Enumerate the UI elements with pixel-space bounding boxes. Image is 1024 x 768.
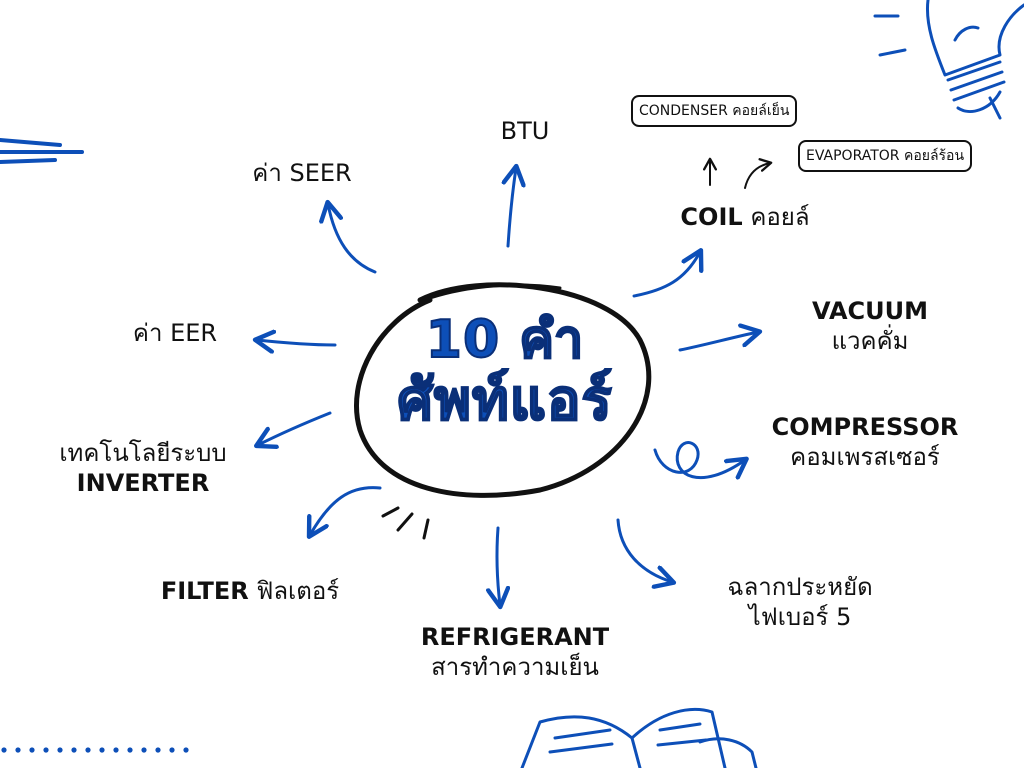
emphasis-strokes — [381, 506, 430, 540]
arrow-btu — [508, 168, 516, 248]
eer-text: ค่า EER — [132, 319, 218, 347]
label5-line2: ไฟเบอร์ 5 — [748, 603, 852, 631]
compressor-thai: คอมเพรสเซอร์ — [790, 443, 940, 471]
seer-text: ค่า SEER — [252, 159, 352, 187]
label-inverter: เทคโนโลยีระบบ INVERTER — [48, 438, 238, 498]
evaporator-box: EVAPORATOR คอยล์ร้อน — [798, 140, 973, 172]
inverter-thai: เทคโนโลยีระบบ — [59, 439, 227, 467]
title-line-2: ศัพท์แอร์ — [396, 367, 613, 434]
label-refrigerant: REFRIGERANT สารทำความเย็น — [400, 622, 630, 682]
arrow-coil — [632, 252, 700, 298]
condenser-box: CONDENSER คอยล์เย็น — [631, 95, 798, 127]
decor-dots — [1, 747, 189, 753]
arrow-label5 — [616, 518, 672, 582]
arrow-compressor — [653, 441, 745, 478]
title-line-1: 10 คำ — [425, 309, 585, 371]
label-seer: ค่า SEER — [232, 158, 372, 188]
refrigerant-thai: สารทำความเย็น — [431, 653, 599, 681]
label-compressor: COMPRESSOR คอมเพรสเซอร์ — [755, 412, 975, 472]
label-energy-5: ฉลากประหยัด ไฟเบอร์ 5 — [700, 572, 900, 632]
btu-text: BTU — [500, 117, 550, 145]
label-btu: BTU — [470, 116, 580, 146]
center-ellipse — [354, 282, 652, 498]
compressor-en: COMPRESSOR — [771, 413, 959, 441]
label5-line1: ฉลากประหยัด — [727, 573, 873, 601]
coil-thai: คอยล์ — [750, 203, 810, 231]
label-eer: ค่า EER — [115, 318, 235, 348]
arrow-inverter — [258, 411, 332, 445]
arrow-vacuum — [678, 332, 758, 352]
open-book-icon — [520, 708, 758, 768]
arrow-evaporator — [744, 158, 773, 189]
inverter-en: INVERTER — [76, 469, 210, 497]
vacuum-en: VACUUM — [812, 297, 928, 325]
refrigerant-en: REFRIGERANT — [420, 623, 610, 651]
label-coil: COIL คอยล์ — [660, 202, 830, 232]
label-vacuum: VACUUM แวคคั่ม — [790, 296, 950, 356]
lightbulb-icon — [873, 0, 1024, 120]
decor-lines-left — [0, 138, 84, 164]
vacuum-thai: แวคคั่ม — [831, 327, 909, 355]
filter-en: FILTER — [160, 577, 249, 605]
label-filter: FILTER ฟิลเตอร์ — [130, 576, 370, 606]
arrow-eer — [257, 340, 337, 345]
coil-en: COIL — [680, 203, 743, 231]
arrow-filter — [310, 486, 382, 535]
arrow-refrigerant — [497, 526, 500, 605]
filter-thai: ฟิลเตอร์ — [256, 577, 340, 605]
arrow-seer — [328, 204, 377, 274]
